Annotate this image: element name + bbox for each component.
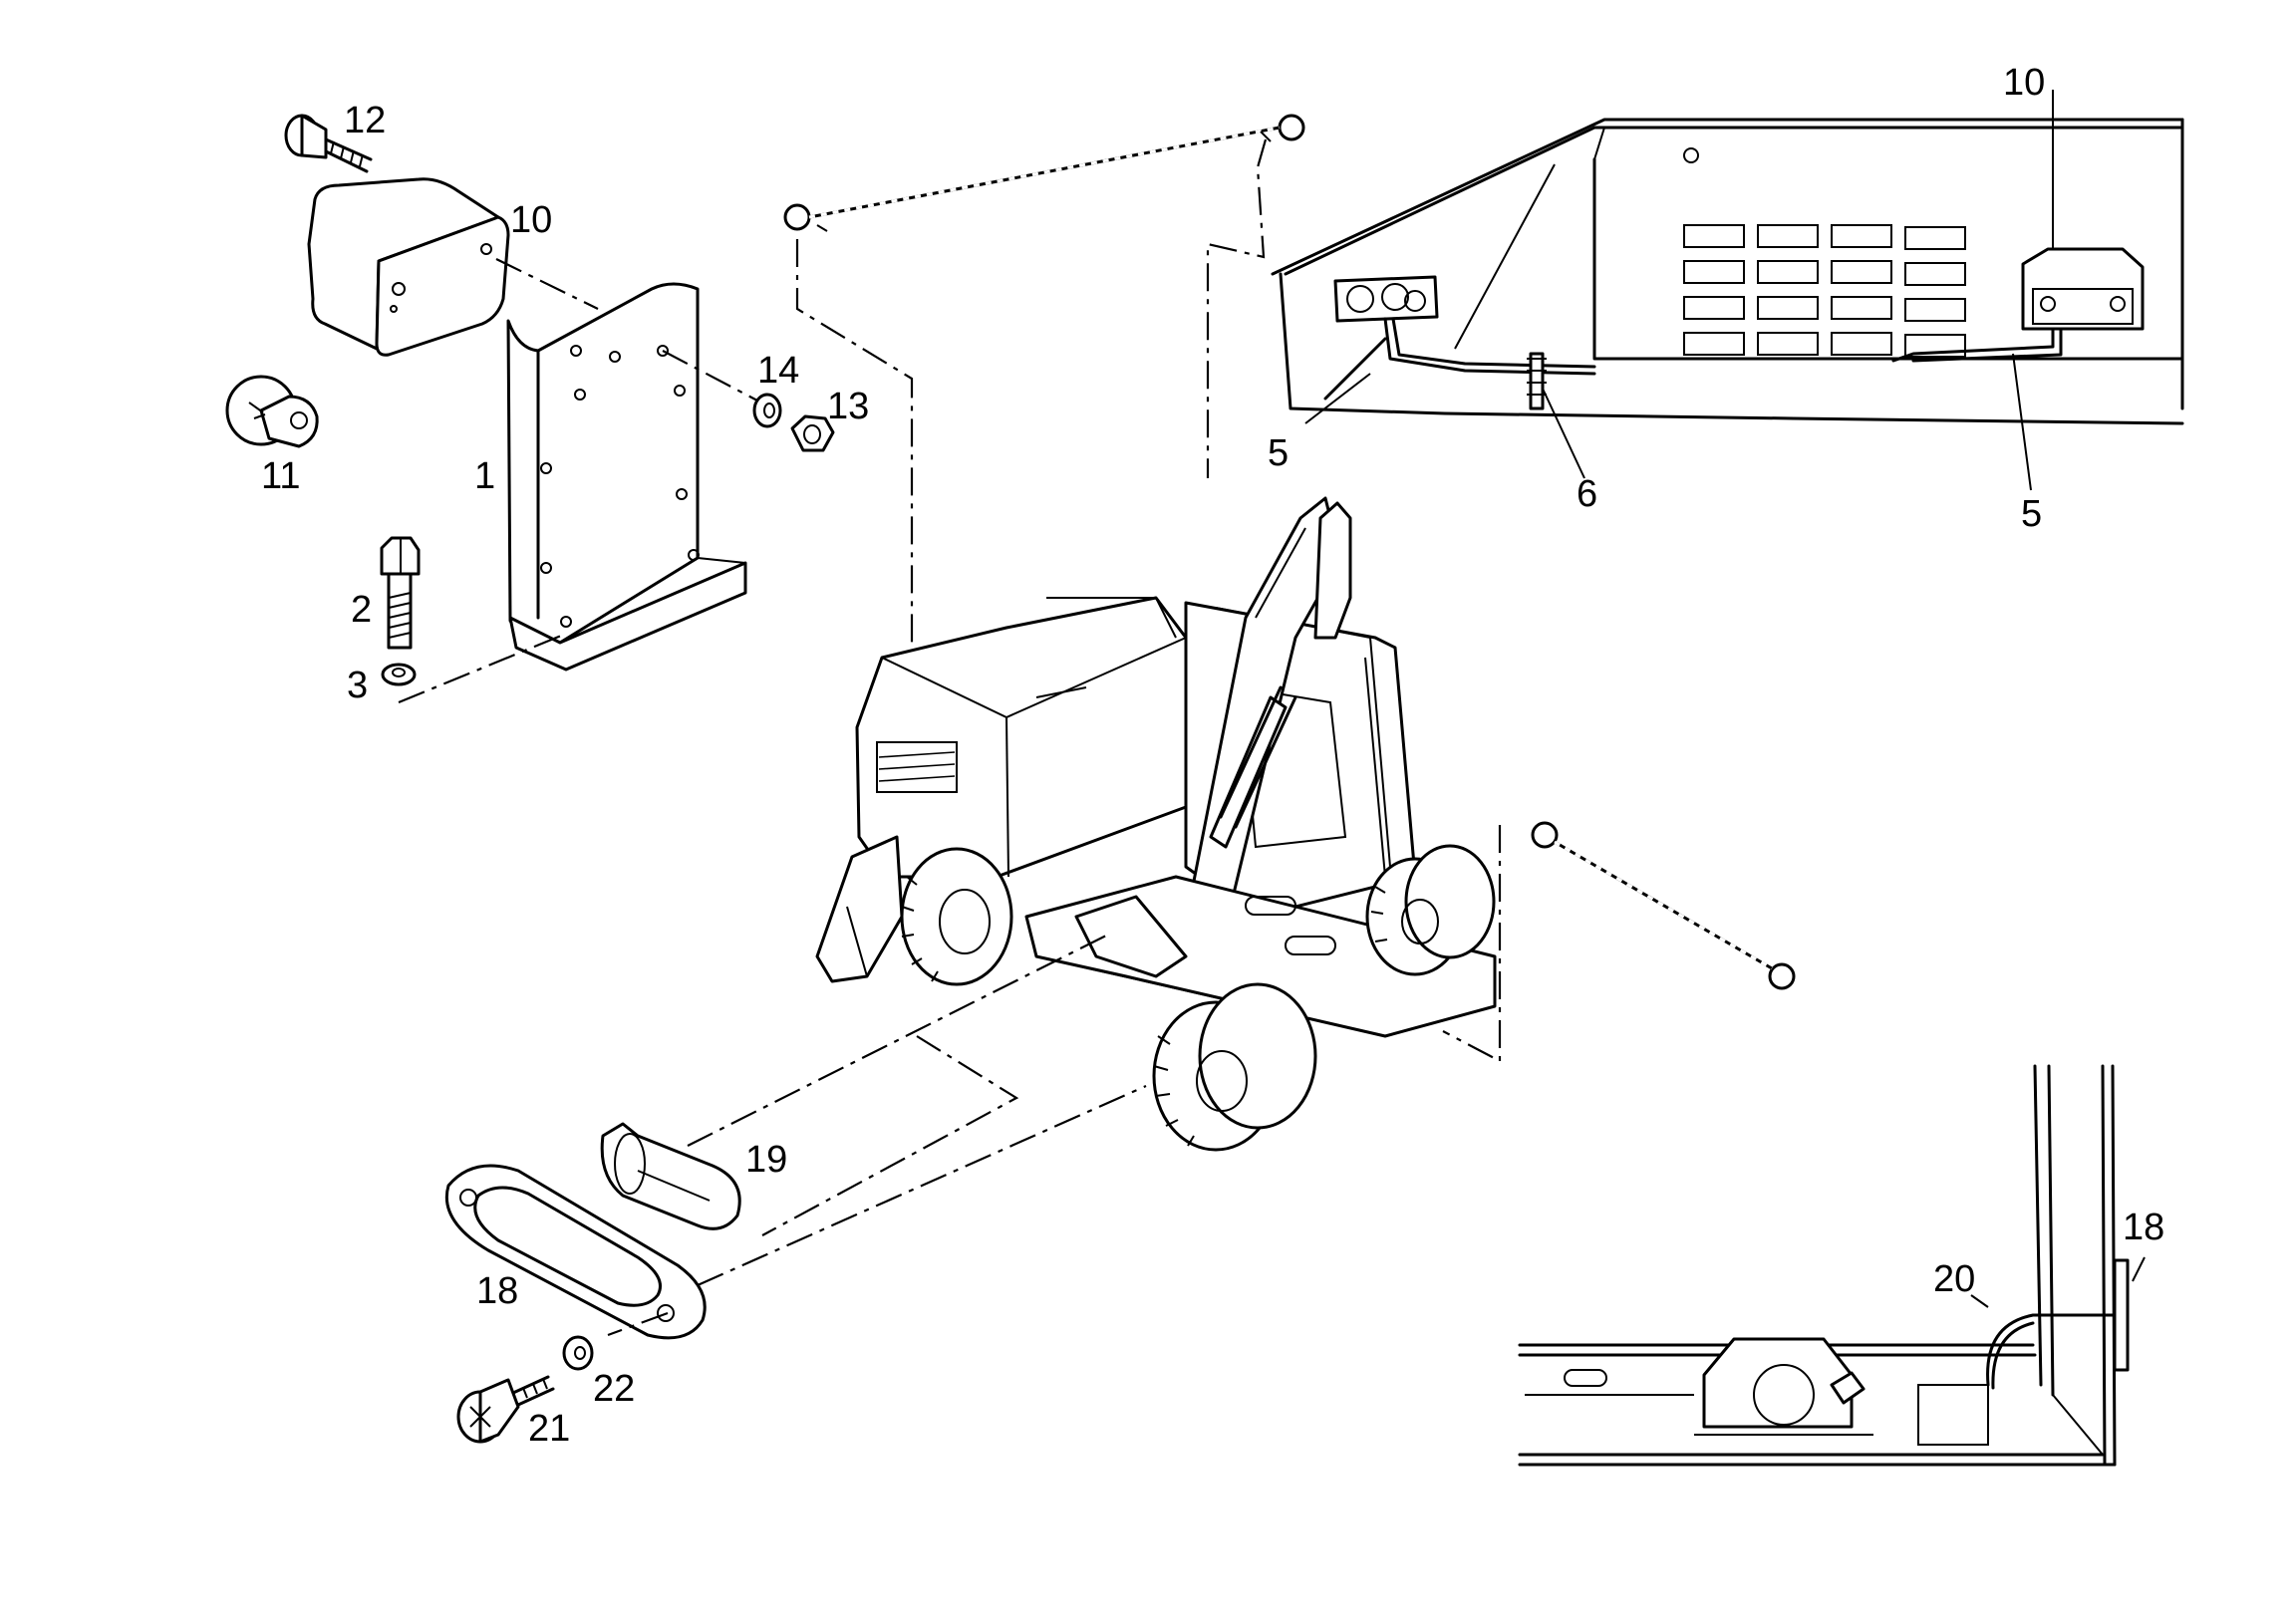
bulb-11 (225, 375, 319, 448)
wheel-rear-left (900, 847, 1013, 986)
callout-22: 22 (593, 1368, 635, 1410)
ground-cable-top (783, 114, 1305, 232)
callout-5-right: 5 (2021, 493, 2042, 535)
lamp-housing-10 (307, 177, 510, 357)
lamp-bezel-18 (444, 1164, 707, 1340)
callout-19: 19 (745, 1139, 787, 1181)
nut-13 (790, 414, 835, 452)
license-lamp-inset (1518, 1064, 2130, 1467)
washer-22 (562, 1335, 594, 1371)
wheel-front-left (1152, 982, 1317, 1152)
callout-1: 1 (474, 455, 495, 497)
callout-5-left: 5 (1268, 432, 1289, 474)
inset-light-left (1333, 275, 1439, 323)
wheeled-excavator (815, 496, 1497, 1152)
mounting-bracket-1 (506, 282, 747, 672)
callout-10-lamp: 10 (510, 199, 552, 241)
screw-21 (456, 1375, 555, 1444)
callout-18-lamp: 18 (476, 1270, 518, 1312)
callout-6: 6 (1577, 473, 1597, 515)
washer-3 (381, 663, 417, 686)
callout-20: 20 (1933, 1258, 1975, 1300)
screw-12 (284, 114, 373, 173)
callout-14: 14 (757, 350, 799, 392)
inset-lamp-10 (2021, 247, 2145, 331)
callout-13: 13 (827, 386, 869, 427)
festoon-bulb-19 (600, 1122, 741, 1230)
callout-3: 3 (347, 665, 368, 706)
vent-grille (1683, 224, 1966, 358)
callout-2: 2 (351, 589, 372, 631)
callout-21: 21 (528, 1408, 570, 1450)
callout-12: 12 (344, 100, 386, 141)
rear-panel-inset (1271, 118, 2184, 425)
wheel-front-right (1365, 844, 1496, 976)
callout-18-inset: 18 (2123, 1207, 2164, 1248)
bolt-2 (380, 536, 421, 650)
ground-cable-right (1531, 821, 1796, 990)
callout-10-inset: 10 (2003, 62, 2045, 104)
washer-14 (752, 393, 782, 428)
callout-11: 11 (261, 455, 300, 497)
